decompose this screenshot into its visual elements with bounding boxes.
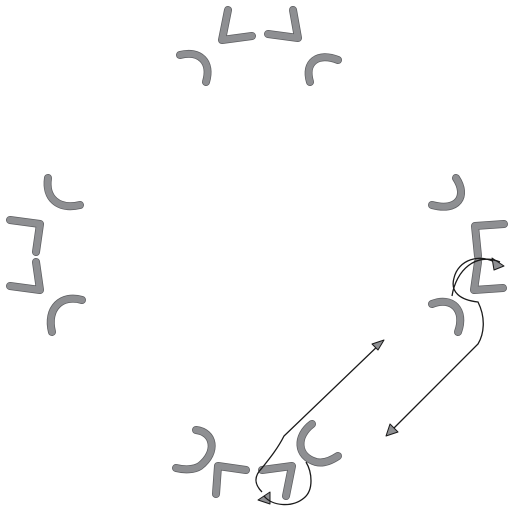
- top-right-angle-icon: [268, 10, 298, 38]
- bottom-right-angle-icon: [262, 466, 292, 496]
- node-group-right: [432, 178, 504, 332]
- top-left-cup-icon: [180, 54, 208, 82]
- node-group-left: [10, 178, 82, 332]
- connector-forward-head-arrow-icon: [372, 340, 384, 350]
- left-upper-angle-icon: [10, 220, 40, 252]
- connector-return: [386, 258, 504, 436]
- connector-return-line: [388, 258, 498, 434]
- connector-forward-tail-arrow-icon: [258, 492, 270, 504]
- node-group-top: [180, 10, 338, 82]
- connector-forward: [256, 340, 384, 504]
- right-lower-cup-icon: [432, 302, 460, 332]
- left-lower-cup-icon: [51, 299, 82, 332]
- bottom-left-cup-icon: [176, 430, 212, 469]
- left-lower-angle-icon: [10, 262, 40, 290]
- bottom-right-cup-icon: [300, 424, 338, 463]
- bottom-left-angle-icon: [216, 466, 246, 494]
- right-upper-cup-icon: [432, 178, 461, 207]
- left-upper-cup-icon: [48, 178, 80, 206]
- right-upper-angle-icon: [475, 224, 504, 256]
- top-left-angle-icon: [222, 10, 252, 40]
- top-right-cup-icon: [309, 57, 338, 82]
